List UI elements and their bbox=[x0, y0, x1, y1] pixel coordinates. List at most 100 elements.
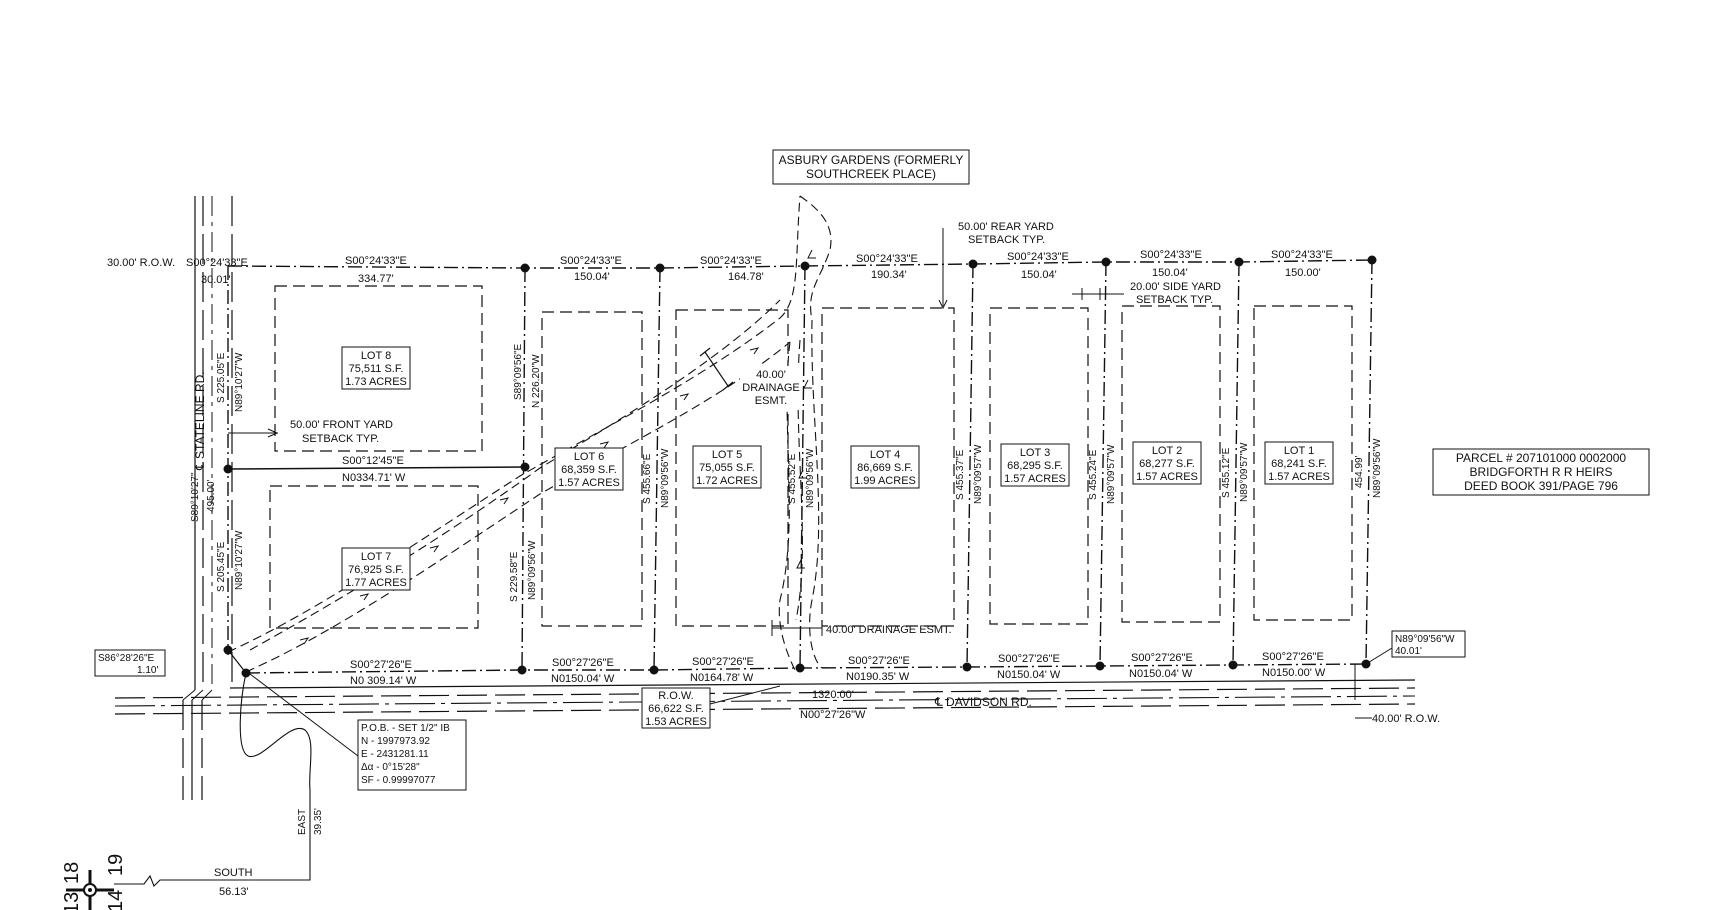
bottom-distance-3: N0190.35' W bbox=[846, 671, 910, 683]
pob-line-1: P.O.B. - SET 1/2" IB bbox=[361, 723, 450, 734]
top-bearing-7: S00°24'33"E bbox=[1271, 249, 1333, 261]
lot-7-name: LOT 7 bbox=[361, 551, 391, 563]
top-bearing-2: S00°24'33"E bbox=[560, 255, 622, 267]
lot-6-name: LOT 6 bbox=[574, 451, 604, 463]
lot-5-acres: 1.72 ACRES bbox=[696, 475, 758, 487]
top-bearing-5: S00°24'33"E bbox=[1007, 251, 1069, 263]
top-distance-6: 150.04' bbox=[1152, 267, 1188, 279]
lot-8-sf: 75,511 S.F. bbox=[349, 363, 404, 375]
lot4-west-a: S 455.52"E bbox=[787, 453, 798, 504]
lot6-west-lower-b: N89°09'56"W bbox=[527, 540, 538, 600]
lot-4-sf: 86,669 S.F. bbox=[857, 462, 913, 474]
lot-1-label: LOT 1 68,241 S.F. 1.57 ACRES bbox=[1264, 441, 1334, 485]
lot-2-label: LOT 2 68,277 S.F. 1.57 ACRES bbox=[1132, 441, 1202, 485]
lot-3-sf: 68,295 S.F. bbox=[1007, 460, 1063, 472]
bottom-bearing-6: S00°27'26"E bbox=[1262, 651, 1324, 663]
bottom-distance-1: N0150.04' W bbox=[551, 673, 615, 685]
lot4-west-b: N89°09'56"W bbox=[805, 448, 816, 508]
lot-4-acres: 1.99 ACRES bbox=[854, 475, 916, 487]
top-distance-3: 164.78' bbox=[728, 271, 764, 283]
lot-7-sf: 76,925 S.F. bbox=[348, 564, 404, 576]
top-distance-2: 150.04' bbox=[574, 271, 610, 283]
pob-line-4: Δα - 0°15'28" bbox=[361, 762, 420, 773]
west-total-bearing: S89°10'27" bbox=[190, 472, 201, 522]
property-boundaries bbox=[227, 259, 1373, 674]
n89-right-distance: 40.01' bbox=[1395, 646, 1422, 657]
drainage-esmt-label-3: ESMT. bbox=[755, 395, 787, 407]
side-setback-label-1: 20.00' SIDE YARD bbox=[1130, 281, 1221, 293]
setback-notes: 50.00' REAR YARD SETBACK TYP. 20.00' SID… bbox=[228, 221, 1221, 445]
lot-3-acres: 1.57 ACRES bbox=[1004, 473, 1066, 485]
drainage-esmt-label-2: DRAINAGE bbox=[742, 382, 799, 394]
lot-1-acres: 1.57 ACRES bbox=[1268, 471, 1330, 483]
lot-5-name: LOT 5 bbox=[712, 449, 742, 461]
east-tie-distance: 39.35' bbox=[313, 808, 324, 835]
davidson-road-label: ℄ DAVIDSON RD. bbox=[934, 695, 1032, 709]
stateline-road: ℄ STATELINE RD. bbox=[182, 196, 233, 800]
subdivision-title-box: ASBURY GARDENS (FORMERLY SOUTHCREEK PLAC… bbox=[772, 149, 970, 185]
row-bottom-right-label: 40.00' R.O.W. bbox=[1372, 713, 1440, 725]
top-distance-5: 150.04' bbox=[1021, 269, 1057, 281]
west-lot7-bearing-b: N89°10'27"W bbox=[234, 530, 245, 590]
bottom-distance-0: N0 309.14' W bbox=[350, 675, 417, 687]
corner-digit-13: 13 bbox=[61, 892, 83, 910]
bottom-bearing-0: S00°27'26"E bbox=[350, 659, 412, 671]
lot6-west-lower-a: S 229.58"E bbox=[509, 551, 520, 602]
corner-digit-18: 18 bbox=[61, 862, 83, 884]
rear-setback-label-2: SETBACK TYP. bbox=[968, 234, 1045, 246]
parcel-deed: DEED BOOK 391/PAGE 796 bbox=[1464, 479, 1618, 493]
bottom-distance-6: N0150.00' W bbox=[1262, 667, 1326, 679]
n89-right-bearing: N89°09'56"W bbox=[1395, 634, 1455, 645]
drainage-easement: 40.00' DRAINAGE ESMT. 40.00' DRAINAGE ES… bbox=[227, 195, 952, 673]
pob-line-2: N - 1997973.92 bbox=[361, 736, 430, 747]
drainage-esmt-label-1: 40.00' bbox=[756, 369, 786, 381]
bottom-distance-2: N0164.78' W bbox=[690, 672, 754, 684]
pob-line-5: SF - 0.99997077 bbox=[361, 775, 436, 786]
s86-bearing: S86°28'26"E bbox=[98, 653, 154, 664]
mid-line-distance: N0334.71' W bbox=[342, 472, 406, 484]
lot6-west-upper-b: N 226.20"W bbox=[531, 354, 542, 408]
top-distance-0: 30.01' bbox=[201, 274, 231, 286]
lot-8-name: LOT 8 bbox=[361, 350, 391, 362]
row-area-label: R.O.W. 66,622 S.F. 1.53 ACRES bbox=[641, 685, 781, 729]
west-lot8-bearing-b: N89°10'27"W bbox=[234, 352, 245, 412]
west-total-distance: 495.00' bbox=[206, 479, 217, 512]
south-tie-distance: 56.13' bbox=[219, 886, 249, 898]
davidson-road: ℄ DAVIDSON RD. 1320.00' N00°27'26"W bbox=[114, 679, 1416, 721]
lot8-lot7-line-labels: S00°12'45"E N0334.71' W bbox=[342, 455, 406, 484]
corner-digit-19: 19 bbox=[105, 854, 127, 876]
davidson-bearing: N00°27'26"W bbox=[800, 709, 866, 721]
row-area-acres: 1.53 ACRES bbox=[645, 716, 707, 728]
top-line-labels: 30.00' R.O.W. S00°24'33"E S00°24'33"E S0… bbox=[107, 249, 1333, 286]
lot1-west-b: N89°09'57"W bbox=[1239, 442, 1250, 502]
lot3-west-a: S 455.37"E bbox=[955, 449, 966, 500]
s86-distance: 1.10' bbox=[137, 665, 158, 676]
drainage-esmt-lower-label: 40.00' DRAINAGE ESMT. bbox=[826, 624, 952, 636]
bottom-distance-5: N0150.04' W bbox=[1129, 668, 1193, 680]
top-bearing-6: S00°24'33"E bbox=[1140, 249, 1202, 261]
lot-8-acres: 1.73 ACRES bbox=[345, 376, 407, 388]
lot-1-name: LOT 1 bbox=[1284, 445, 1314, 457]
east-line-bearing: N89°09'56"W bbox=[1372, 438, 1383, 498]
lot-3-label: LOT 3 68,295 S.F. 1.57 ACRES bbox=[1000, 443, 1070, 487]
row-area-name: R.O.W. bbox=[658, 690, 693, 702]
lot5-west-b: N89°09'56"W bbox=[660, 448, 671, 508]
front-setback-label-2: SETBACK TYP. bbox=[302, 433, 379, 445]
row-top-left-label: 30.00' R.O.W. bbox=[107, 257, 175, 269]
subdivision-title-line-2: SOUTHCREEK PLACE) bbox=[806, 167, 936, 181]
front-setback-label-1: 50.00' FRONT YARD bbox=[290, 419, 393, 431]
bottom-bearing-1: S00°27'26"E bbox=[552, 657, 614, 669]
adjoining-parcel-note: PARCEL # 207101000 0002000 BRIDGFORTH R … bbox=[1432, 448, 1650, 496]
pob-line-3: E - 2431281.11 bbox=[361, 749, 429, 760]
lot5-west-a: S 455.66"E bbox=[642, 453, 653, 504]
lot-4-label: LOT 4 86,669 S.F. 1.99 ACRES bbox=[850, 445, 920, 489]
bottom-bearing-2: S00°27'26"E bbox=[692, 656, 754, 668]
lot-3-name: LOT 3 bbox=[1020, 447, 1050, 459]
lot3-west-b: N89°09'57"W bbox=[973, 444, 984, 504]
davidson-total-distance: 1320.00' bbox=[812, 689, 854, 701]
subdivision-title-line-1: ASBURY GARDENS (FORMERLY bbox=[779, 153, 964, 167]
bottom-bearing-4: S00°27'26"E bbox=[998, 653, 1060, 665]
lot-2-sf: 68,277 S.F. bbox=[1139, 458, 1195, 470]
top-bearing-4: S00°24'33"E bbox=[856, 253, 918, 265]
